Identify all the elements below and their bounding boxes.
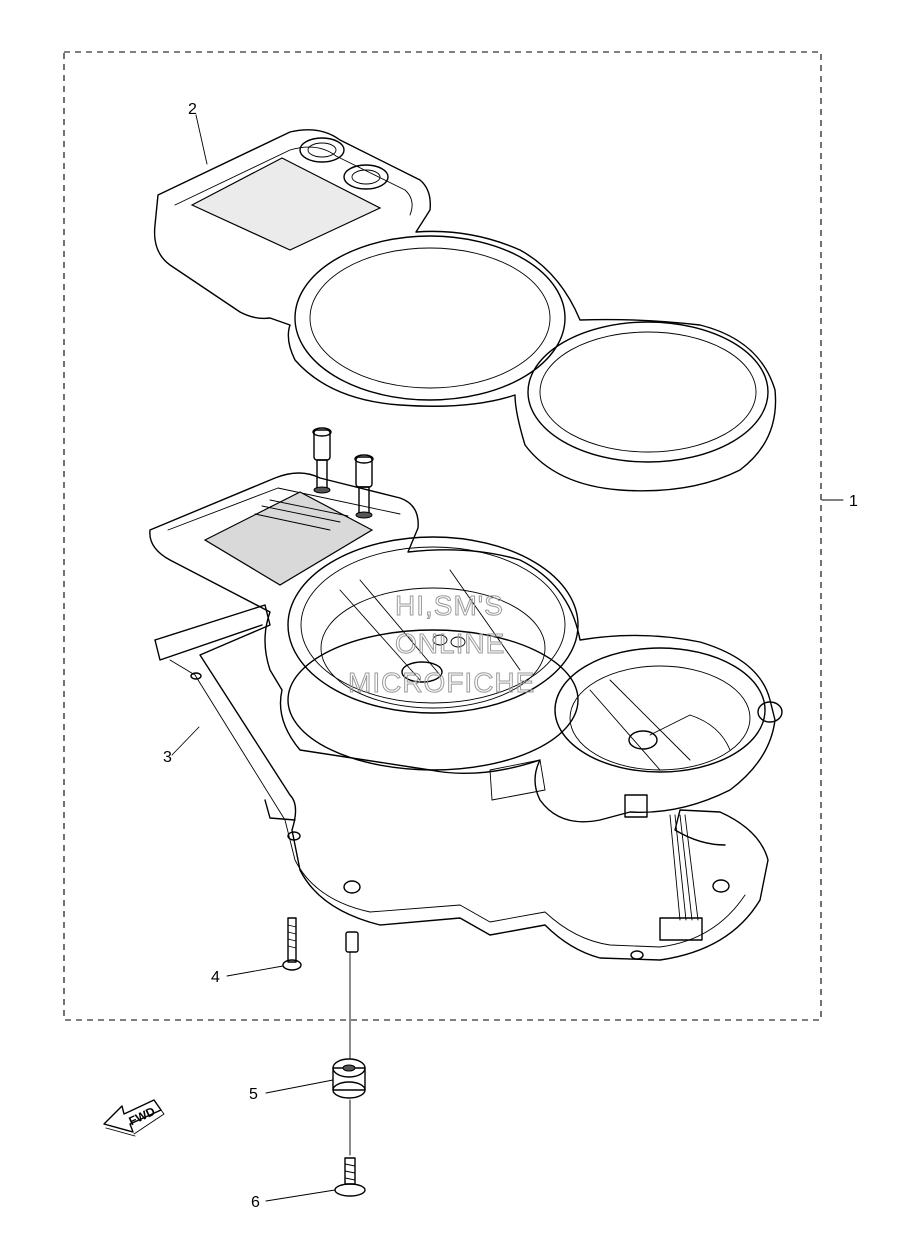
- screw-part-4[interactable]: [282, 917, 302, 971]
- callout-1: 1: [849, 493, 858, 510]
- meter-assembly-body[interactable]: [149, 472, 783, 823]
- meter-cover-part-2[interactable]: [153, 129, 777, 492]
- callout-5: 5: [249, 1086, 258, 1103]
- grommet-part-5[interactable]: [332, 951, 366, 1099]
- watermark: HI,SM'S ONLINE MICROFICHE: [348, 590, 535, 699]
- mounting-pins: [312, 427, 374, 519]
- fwd-label: FWD: [127, 1104, 158, 1128]
- callout-2: 2: [188, 101, 197, 118]
- callout-3: 3: [163, 749, 172, 766]
- watermark-line-2: ONLINE: [395, 628, 505, 659]
- callout-leaders: [171, 114, 844, 1202]
- callout-4: 4: [211, 969, 220, 986]
- callout-6: 6: [251, 1194, 260, 1211]
- assembly-boundary: [63, 51, 822, 1021]
- bolt-part-6[interactable]: [334, 1099, 366, 1197]
- watermark-line-3: MICROFICHE: [348, 667, 535, 698]
- meter-case-part-3[interactable]: [154, 604, 769, 961]
- fwd-arrow-icon: FWD: [103, 1099, 165, 1137]
- watermark-line-1: HI,SM'S: [395, 590, 504, 621]
